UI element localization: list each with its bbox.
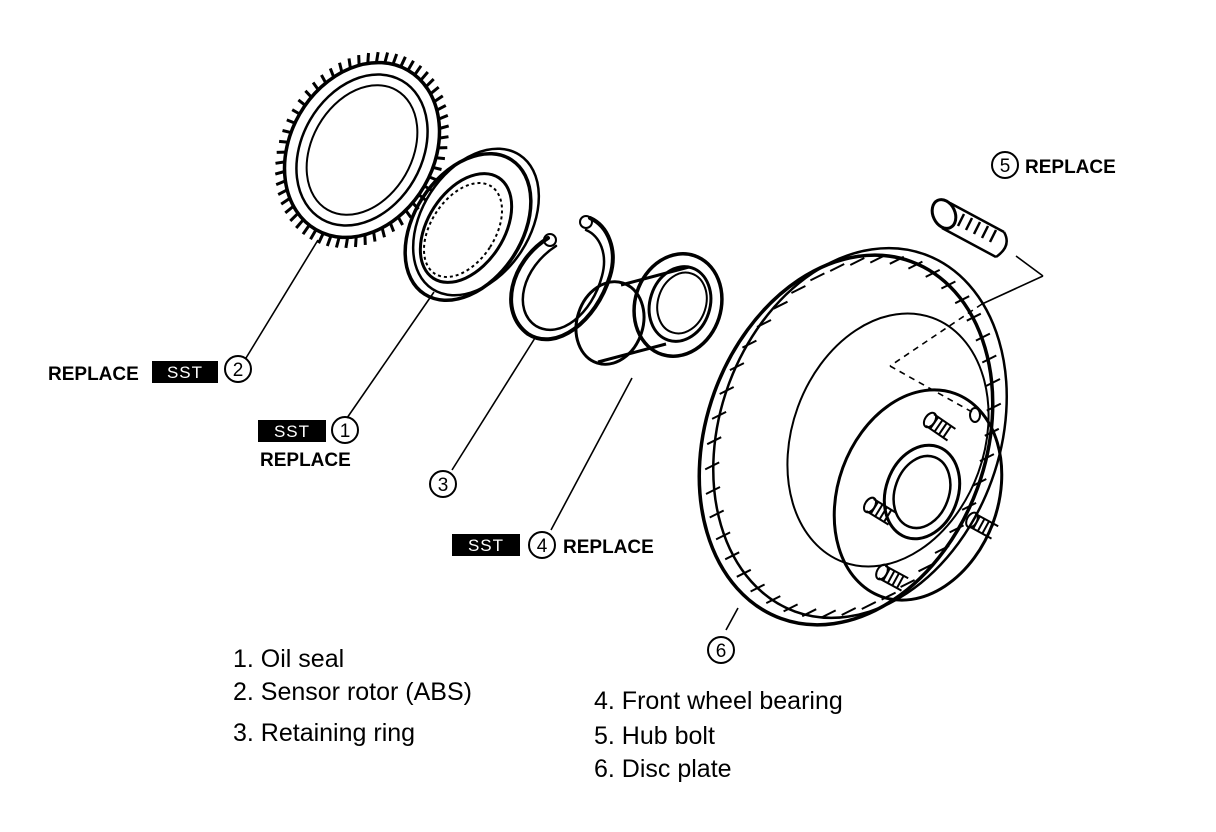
- callout-2-circle: [224, 355, 252, 383]
- callout-1-sst-text: SST: [274, 422, 310, 441]
- callout-2-number: 2: [233, 360, 244, 381]
- front-wheel-bearing-part: [574, 252, 724, 366]
- callout-4-sst-text: SST: [468, 536, 504, 555]
- legend-item-2: 2. Sensor rotor (ABS): [233, 678, 472, 706]
- legend-item-1: 1. Oil seal: [233, 645, 344, 673]
- legend-item-3: 3. Retaining ring: [233, 719, 415, 747]
- sensor-rotor-part: [274, 51, 450, 249]
- callout-4-circle: [528, 531, 556, 559]
- callout-5-number: 5: [1000, 156, 1011, 177]
- retaining-ring-part: [509, 215, 615, 342]
- parts-legend: 1. Oil seal 2. Sensor rotor (ABS) 3. Ret…: [233, 645, 843, 783]
- callout-4: SST 4 REPLACE: [452, 531, 654, 559]
- legend-item-4: 4. Front wheel bearing: [594, 687, 843, 715]
- oil-seal-part: [403, 147, 541, 303]
- disc-plate-part: [697, 246, 1008, 627]
- disc-vents: [704, 254, 1002, 619]
- callout-5: 5 REPLACE: [991, 151, 1116, 179]
- callout-6-number: 6: [716, 641, 727, 662]
- hub-bolt-part: [930, 198, 1008, 259]
- callout-6: 6: [707, 636, 735, 664]
- callout-2: REPLACE SST 2: [48, 355, 252, 385]
- callout-5-circle: [991, 151, 1019, 179]
- callout-4-sst-badge: [452, 534, 520, 556]
- callout-1-replace-label: REPLACE: [260, 450, 351, 471]
- callout-4-replace-label: REPLACE: [563, 537, 654, 558]
- leader-lines: [245, 239, 1044, 631]
- callout-2-sst-badge: [152, 361, 218, 383]
- legend-item-6: 6. Disc plate: [594, 755, 732, 783]
- callout-2-sst-text: SST: [167, 363, 203, 382]
- callout-6-circle: [707, 636, 735, 664]
- callout-3: 3: [429, 470, 457, 498]
- legend-item-5: 5. Hub bolt: [594, 722, 715, 750]
- callout-5-replace-label: REPLACE: [1025, 157, 1116, 178]
- callout-2-replace-label: REPLACE: [48, 364, 139, 385]
- callout-1: SST 1 REPLACE: [258, 416, 359, 471]
- callout-1-number: 1: [340, 421, 351, 442]
- callout-3-number: 3: [438, 475, 449, 496]
- callout-1-circle: [331, 416, 359, 444]
- callout-3-circle: [429, 470, 457, 498]
- callout-4-number: 4: [537, 536, 548, 557]
- hub-studs: [863, 411, 999, 592]
- callout-1-sst-badge: [258, 420, 326, 442]
